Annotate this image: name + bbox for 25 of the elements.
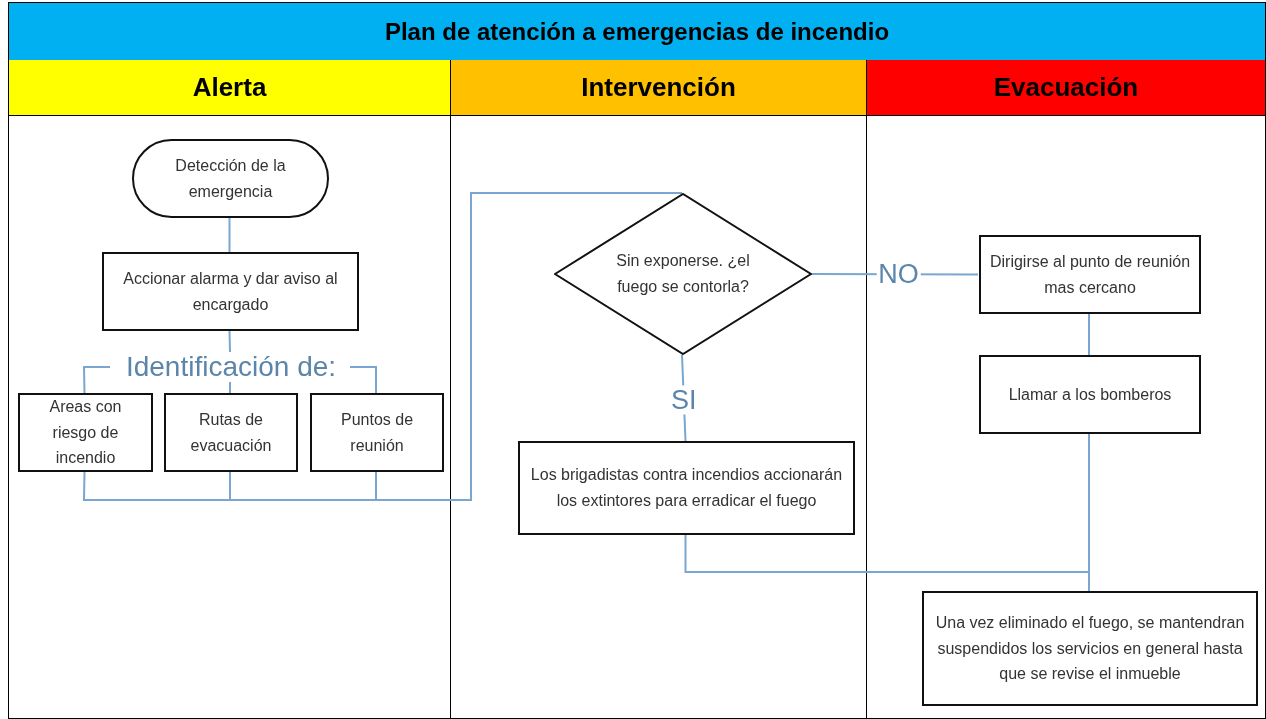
process-box: Una vez eliminado el fuego, se mantendran suspendidos los servicios en general hasta que se revise el inmueble [922, 591, 1258, 706]
process-box: Accionar alarma y dar aviso al encargado [102, 252, 359, 331]
group-heading: Identificación de: [111, 352, 351, 382]
lane-header: Alerta [9, 60, 450, 116]
swimlane [866, 60, 1266, 719]
swimlane [450, 60, 866, 719]
connector [229, 381, 231, 394]
process-box: Areas con riesgo de incendio [18, 393, 153, 472]
terminal-box: Detección de la emergencia [132, 139, 329, 218]
process-box: Los brigadistas contra incendios accionarán los extintores para erradicar el fuego [518, 441, 855, 535]
connector [349, 366, 377, 394]
process-box: Dirigirse al punto de reunión mas cercano [979, 235, 1201, 314]
connector [228, 330, 231, 353]
decision-diamond [554, 193, 812, 355]
connector [228, 217, 231, 253]
process-box: Llamar a los bomberos [979, 355, 1201, 434]
connector [1088, 313, 1090, 356]
process-box: Puntos de reunión [310, 393, 444, 472]
connector [83, 366, 111, 394]
decision-text: Sin exponerse. ¿el fuego se contorla? [615, 251, 751, 297]
swimlane [8, 60, 450, 719]
title-band: Plan de atención a emergencias de incendio [8, 2, 1266, 61]
lane-header: Intervención [451, 60, 866, 116]
lane-header: Evacuación [867, 60, 1265, 116]
process-box: Rutas de evacuación [164, 393, 298, 472]
